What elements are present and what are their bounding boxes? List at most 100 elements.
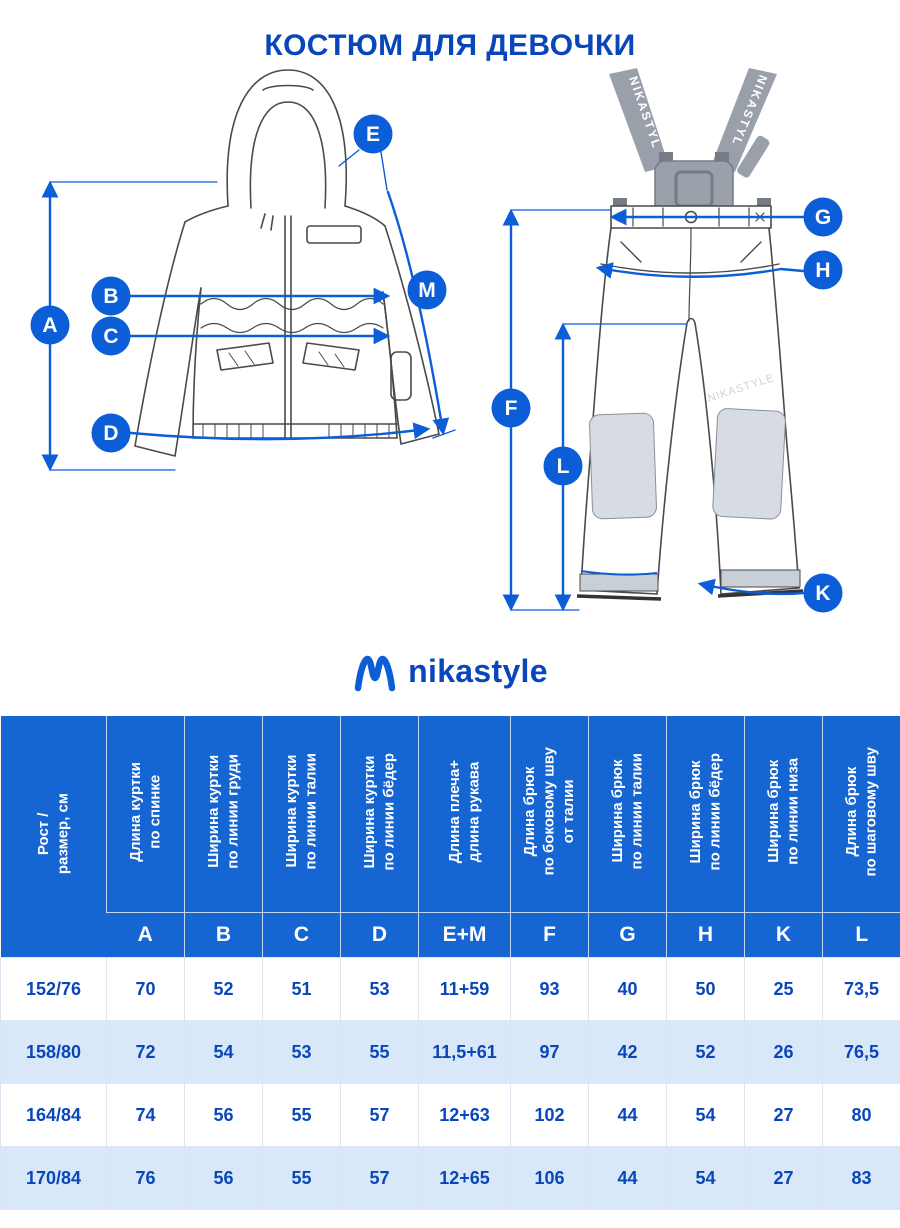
size-cell: 164/84 [1,1084,107,1147]
svg-text:F: F [505,397,518,420]
size-cell: 152/76 [1,958,107,1021]
table-cell: 26 [745,1021,823,1084]
svg-text:H: H [815,259,830,282]
jacket-measure-badges: A B C D E M [31,115,447,453]
svg-text:M: M [418,279,436,302]
table-cell: 55 [341,1021,419,1084]
badge-k: K [804,574,843,613]
column-letter-f: F [511,913,589,958]
badge-h: H [804,251,843,290]
column-letter-l: L [823,913,900,958]
column-letter-g: G [589,913,667,958]
header-letters-row: A B C D E+M F G H K L [1,913,900,958]
size-cell: 170/84 [1,1147,107,1210]
badge-b: B [92,277,131,316]
badge-l: L [544,447,583,486]
column-header-f: Длина брюк по боковому шву от талии [511,716,589,913]
table-row: 170/84 76 56 55 57 12+65 106 44 54 27 83 [1,1147,900,1210]
jacket-outline [135,70,439,456]
table-cell: 40 [589,958,667,1021]
table-cell: 50 [667,958,745,1021]
column-header-size: Рост / размер, см [1,716,107,958]
table-cell: 12+63 [419,1084,511,1147]
pants-diagram: NIKASTYL NIKASTYL [463,66,893,626]
table-cell: 73,5 [823,958,900,1021]
column-header-k: Ширина брюк по линии низа [745,716,823,913]
table-cell: 106 [511,1147,589,1210]
badge-d: D [92,414,131,453]
badge-a: A [31,306,70,345]
badge-e: E [354,115,393,154]
svg-text:K: K [815,582,830,605]
column-header-g: Ширина брюк по линии талии [589,716,667,913]
badge-m: M [408,271,447,310]
svg-text:A: A [42,314,57,337]
suspenders: NIKASTYL NIKASTYL [609,68,777,219]
column-header-a: Длина куртки по спинке [107,716,185,913]
table-cell: 27 [745,1084,823,1147]
table-cell: 55 [263,1084,341,1147]
table-cell: 72 [107,1021,185,1084]
table-cell: 97 [511,1021,589,1084]
brand-logo: nikastyle [0,626,900,716]
column-header-b: Ширина куртки по линии груди [185,716,263,913]
table-cell: 83 [823,1147,900,1210]
table-cell: 54 [667,1147,745,1210]
table-cell: 42 [589,1021,667,1084]
table-cell: 53 [263,1021,341,1084]
table-cell: 12+65 [419,1147,511,1210]
column-header-c: Ширина куртки по линии талии [263,716,341,913]
table-cell: 56 [185,1147,263,1210]
table-cell: 76 [107,1147,185,1210]
jacket-diagram: A B C D E M [7,66,463,626]
table-cell: 102 [511,1084,589,1147]
column-letter-h: H [667,913,745,958]
table-cell: 51 [263,958,341,1021]
size-table: Рост / размер, см Длина куртки по спинке… [0,716,900,1210]
page-title: КОСТЮМ ДЛЯ ДЕВОЧКИ [0,28,900,64]
header-labels-row: Рост / размер, см Длина куртки по спинке… [1,716,900,913]
badge-c: C [92,317,131,356]
table-cell: 55 [263,1147,341,1210]
table-row: 158/80 72 54 53 55 11,5+61 97 42 52 26 7… [1,1021,900,1084]
table-row: 152/76 70 52 51 53 11+59 93 40 50 25 73,… [1,958,900,1021]
size-cell: 158/80 [1,1021,107,1084]
table-cell: 56 [185,1084,263,1147]
table-cell: 11+59 [419,958,511,1021]
wave-m-icon [352,648,398,694]
column-header-h: Ширина брюк по линии бёдер [667,716,745,913]
table-cell: 52 [667,1021,745,1084]
badge-g: G [804,198,843,237]
table-cell: 57 [341,1147,419,1210]
column-letter-em: E+M [419,913,511,958]
column-header-l: Длина брюк по шаговому шву [823,716,900,913]
table-cell: 53 [341,958,419,1021]
diagrams-area: A B C D E M NIKASTYL NIKASTYL [0,66,900,626]
svg-text:L: L [557,455,570,478]
svg-text:B: B [103,285,118,308]
badge-f: F [492,389,531,428]
table-cell: 11,5+61 [419,1021,511,1084]
column-letter-a: A [107,913,185,958]
table-cell: 57 [341,1084,419,1147]
column-header-em: Длина плеча+ длина рукава [419,716,511,913]
column-letter-k: K [745,913,823,958]
svg-text:E: E [366,123,380,146]
pants-measure-badges: F G H K L [492,198,843,613]
table-cell: 54 [667,1084,745,1147]
pants-outline [581,206,799,594]
svg-text:G: G [815,206,831,229]
table-cell: 44 [589,1084,667,1147]
table-cell: 80 [823,1084,900,1147]
column-header-d: Ширина куртки по линии бёдер [341,716,419,913]
table-cell: 76,5 [823,1021,900,1084]
fabric-watermark: NIKASTYLE [706,372,776,405]
table-cell: 70 [107,958,185,1021]
table-row: 164/84 74 56 55 57 12+63 102 44 54 27 80 [1,1084,900,1147]
table-cell: 74 [107,1084,185,1147]
table-cell: 25 [745,958,823,1021]
column-letter-c: C [263,913,341,958]
column-letter-d: D [341,913,419,958]
table-cell: 54 [185,1021,263,1084]
table-cell: 52 [185,958,263,1021]
